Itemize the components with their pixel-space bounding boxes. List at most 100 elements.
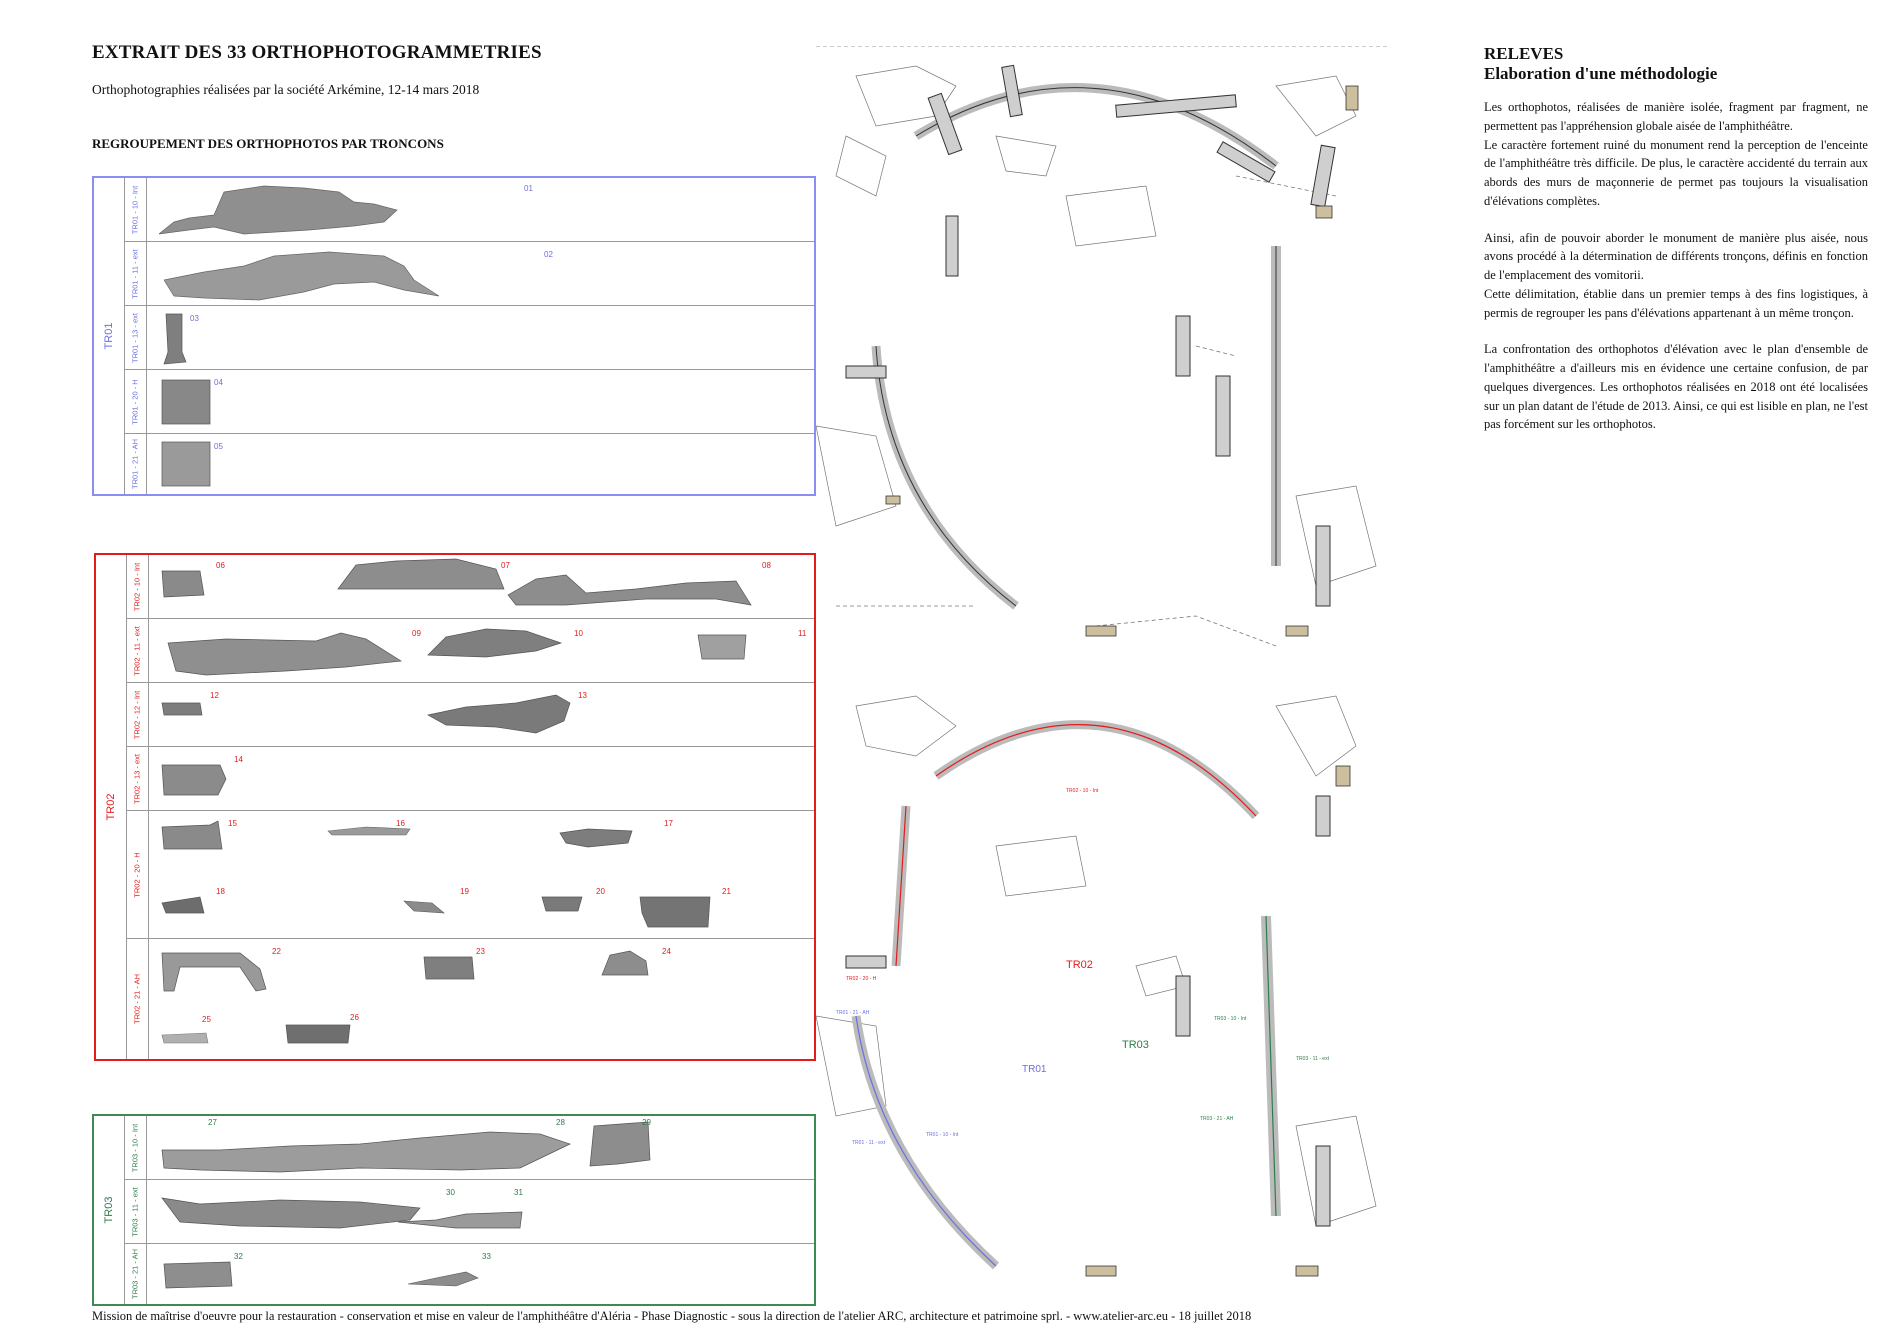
page-title: EXTRAIT DES 33 ORTHOPHOTOGRAMMETRIES [92, 42, 542, 63]
orthophoto-03 [163, 313, 187, 365]
methodology-panel: RELEVES Elaboration d'une méthodologie L… [1484, 44, 1868, 452]
row-tr01-11-ext: TR01 - 11 - ext 02 [124, 242, 814, 306]
orthophoto-09 [167, 632, 403, 676]
photo-number-16: 16 [396, 819, 405, 828]
methodology-paragraph-2: Ainsi, afin de pouvoir aborder le monume… [1484, 230, 1868, 320]
photo-number-29: 29 [642, 1118, 651, 1127]
photo-number-01: 01 [524, 184, 533, 193]
photo-number-14: 14 [234, 755, 243, 764]
orthophoto-29 [589, 1121, 651, 1167]
orthophoto-26 [285, 1024, 351, 1044]
row-tr03-11-ext: TR03 - 11 - ext 30 31 [124, 1180, 814, 1244]
photo-number-04: 04 [214, 378, 223, 387]
plan-label-tr01: TR01 [1022, 1064, 1047, 1075]
orthophoto-08 [507, 574, 752, 606]
photo-number-18: 18 [216, 887, 225, 896]
orthophoto-20 [541, 896, 583, 912]
orthophoto-25 [161, 1032, 209, 1044]
photo-number-12: 12 [210, 691, 219, 700]
photo-number-22: 22 [272, 947, 281, 956]
orthophoto-21 [639, 896, 711, 928]
photo-number-23: 23 [476, 947, 485, 956]
section-title: REGROUPEMENT DES ORTHOPHOTOS PAR TRONCON… [92, 136, 444, 151]
orthophoto-32 [163, 1261, 233, 1289]
plan-segment-tr03-10-int: TR03 - 10 - Int [1214, 1016, 1247, 1022]
photo-number-09: 09 [412, 629, 421, 638]
photo-number-07: 07 [501, 561, 510, 570]
photo-number-33: 33 [482, 1252, 491, 1261]
orthophoto-02 [164, 251, 440, 301]
group-tr03: TR03 TR03 - 10 - Int 27 28 29 TR03 - 11 … [92, 1114, 816, 1306]
plan-segment-tr02-20-h: TR02 - 20 - H [846, 976, 877, 982]
orthophoto-31 [397, 1211, 523, 1229]
group-tr01: TR01 TR01 - 10 - Int 01 TR01 - 11 - ext … [92, 176, 816, 496]
photo-number-24: 24 [662, 947, 671, 956]
orthophoto-06 [161, 570, 205, 598]
row-tr02-11-ext: TR02 - 11 - ext 09 10 11 [126, 619, 814, 683]
photo-number-21: 21 [722, 887, 731, 896]
row-tr02-12-int: TR02 - 12 - Int 12 13 [126, 683, 814, 747]
orthophoto-16 [327, 826, 411, 836]
plan-segment-tr01-10-int: TR01 - 10 - Int [926, 1132, 959, 1138]
orthophoto-01 [159, 185, 398, 235]
photo-number-06: 06 [216, 561, 225, 570]
photo-number-17: 17 [664, 819, 673, 828]
row-tr01-10-int: TR01 - 10 - Int 01 [124, 178, 814, 242]
orthophoto-24 [601, 950, 649, 976]
orthophoto-05 [161, 441, 211, 487]
photo-number-32: 32 [234, 1252, 243, 1261]
orthophoto-17 [559, 828, 633, 848]
photo-number-08: 08 [762, 561, 771, 570]
photo-number-20: 20 [596, 887, 605, 896]
row-tr02-20-h: TR02 - 20 - H 15 16 17 18 19 20 21 [126, 811, 814, 939]
plan-segment-tr03-11-ext: TR03 - 11 - ext [1296, 1056, 1330, 1062]
group-tr02: TR02 TR02 - 10 - Int 06 07 08 TR02 - 11 … [94, 553, 816, 1061]
methodology-heading: RELEVES [1484, 44, 1564, 63]
photo-number-30: 30 [446, 1188, 455, 1197]
photo-number-28: 28 [556, 1118, 565, 1127]
orthophoto-18 [161, 896, 205, 914]
group-label-tr01: TR01 [94, 178, 125, 494]
plan-segment-tr03-21-ah: TR03 - 21 - AH [1200, 1116, 1234, 1122]
page-subtitle: Orthophotographies réalisées par la soci… [92, 82, 480, 97]
orthophoto-33 [407, 1271, 479, 1287]
orthophoto-15 [161, 820, 223, 850]
plan-segment-tr01-11-ext: TR01 - 11 - ext [852, 1140, 886, 1146]
photo-number-31: 31 [514, 1188, 523, 1197]
row-tr02-10-int: TR02 - 10 - Int 06 07 08 [126, 555, 814, 619]
group-label-tr02: TR02 [96, 555, 127, 1059]
plan-segment-tr01-21-ah: TR01 - 21 - AH [836, 1010, 870, 1016]
orthophoto-27 [161, 1131, 571, 1173]
methodology-paragraph-1: Les orthophotos, réalisées de manière is… [1484, 100, 1868, 208]
orthophoto-14 [161, 764, 227, 796]
orthophoto-13 [427, 694, 571, 734]
photo-number-05: 05 [214, 442, 223, 451]
orthophoto-19 [403, 900, 445, 914]
row-tr01-13-ext: TR01 - 13 - ext 03 [124, 306, 814, 370]
group-label-tr03: TR03 [94, 1116, 125, 1304]
orthophoto-07 [337, 558, 505, 590]
photo-number-15: 15 [228, 819, 237, 828]
photo-number-13: 13 [578, 691, 587, 700]
amphitheatre-plan-bottom: TR02 TR01 TR03 TR02 - 10 - Int TR02 - 20… [816, 695, 1377, 1277]
photo-number-25: 25 [202, 1015, 211, 1024]
methodology-paragraph-3: La confrontation des orthophotos d'éléva… [1484, 342, 1868, 432]
orthophoto-23 [423, 956, 475, 980]
row-tr03-10-int: TR03 - 10 - Int 27 28 29 [124, 1116, 814, 1180]
row-tr01-20-h: TR01 - 20 - H 04 [124, 370, 814, 434]
orthophoto-22 [161, 952, 267, 992]
orthophoto-04 [161, 379, 211, 425]
plan-label-tr03: TR03 [1122, 1039, 1149, 1051]
photo-number-27: 27 [208, 1118, 217, 1127]
photo-number-26: 26 [350, 1013, 359, 1022]
orthophoto-11 [697, 634, 747, 660]
plan-segment-tr02-10-int: TR02 - 10 - Int [1066, 788, 1099, 794]
photo-number-11: 11 [798, 629, 807, 638]
row-tr02-21-ah: TR02 - 21 - AH 22 23 24 25 26 [126, 939, 814, 1059]
orthophoto-30 [161, 1197, 421, 1229]
row-tr03-21-ah: TR03 - 21 - AH 32 33 [124, 1244, 814, 1304]
orthophoto-12 [161, 702, 203, 716]
photo-number-19: 19 [460, 887, 469, 896]
methodology-subheading: Elaboration d'une méthodologie [1484, 64, 1718, 83]
photo-number-03: 03 [190, 314, 199, 323]
